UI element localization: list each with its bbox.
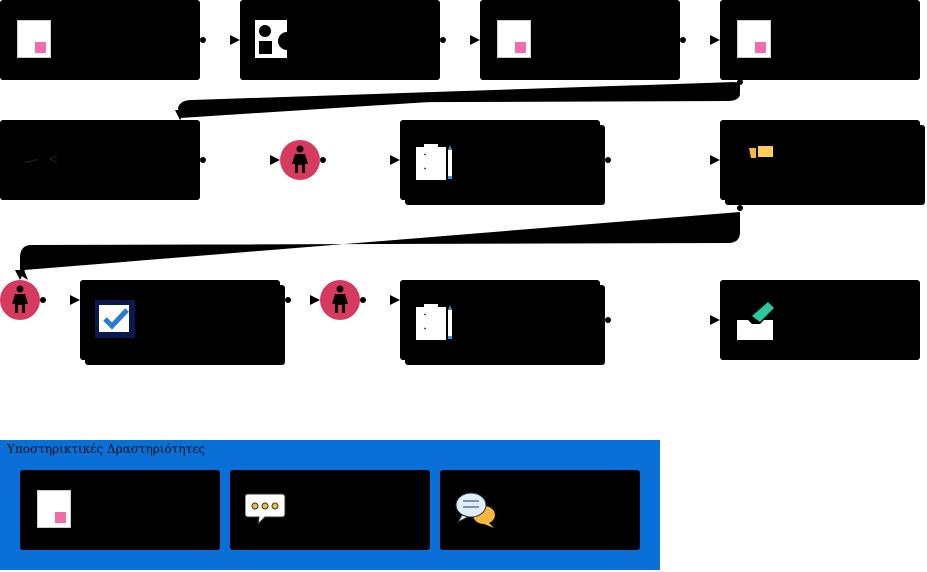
shapes-icon [255,20,295,58]
step-box[interactable] [720,0,920,80]
document-icon [17,20,51,58]
conversation-icon [455,492,495,528]
connector-row2-row3 [20,208,740,280]
support-box[interactable] [440,470,640,550]
document-icon [37,490,71,528]
panel-title: Υποστηρικτικές Δραστηριότητες [7,442,206,456]
step-box[interactable] [400,120,600,200]
ticket-icon [749,146,773,158]
chat-bubble-icon [245,493,286,526]
document-icon [737,20,771,58]
person-icon [280,140,320,180]
step-box[interactable] [400,280,600,360]
step-box[interactable] [0,0,200,80]
step-box[interactable] [0,120,200,200]
support-box[interactable] [230,470,430,550]
step-box[interactable] [720,280,920,360]
connector-row1-row2 [178,82,740,118]
step-box[interactable] [240,0,440,80]
document-icon [497,20,531,58]
person-icon [0,280,40,320]
ballot-box-icon [737,302,774,340]
handshake-icon [24,154,58,164]
step-box[interactable] [720,120,920,200]
step-box[interactable] [480,0,680,80]
support-box[interactable] [20,470,220,550]
checklist-icon [416,304,452,340]
checklist-icon [416,144,452,180]
person-icon [320,280,360,320]
arrows [40,35,743,325]
step-box[interactable] [80,280,280,360]
support-activities-panel: Υποστηρικτικές Δραστηριότητες [0,440,660,570]
certificate-check-icon [95,300,135,338]
